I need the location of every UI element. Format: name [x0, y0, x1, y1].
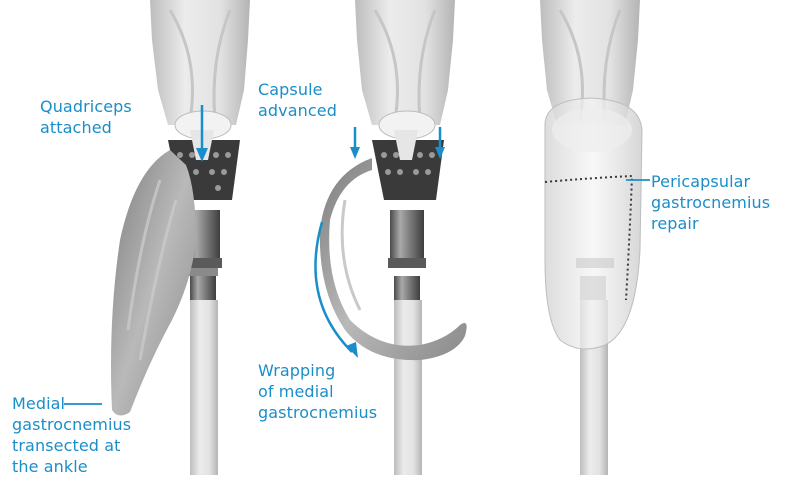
label-medial-gastrocnemius: Medial gastrocnemius transected at the a… — [12, 393, 131, 477]
label-pericapsular-repair: Pericapsular gastrocnemius repair — [651, 171, 770, 234]
quadriceps-muscle-2 — [355, 0, 455, 125]
label-capsule-advanced: Capsule advanced — [258, 79, 337, 121]
label-wrapping-medial: Wrapping of medial gastrocnemius — [258, 360, 377, 423]
label-quadriceps-attached: Quadriceps attached — [40, 96, 132, 138]
figure-pericapsular-repair — [540, 0, 650, 475]
medial-gastrocnemius-flap — [111, 150, 196, 416]
tibia-bone — [190, 300, 218, 475]
quadriceps-muscle — [150, 0, 250, 125]
tibia-bone-2 — [394, 300, 422, 475]
